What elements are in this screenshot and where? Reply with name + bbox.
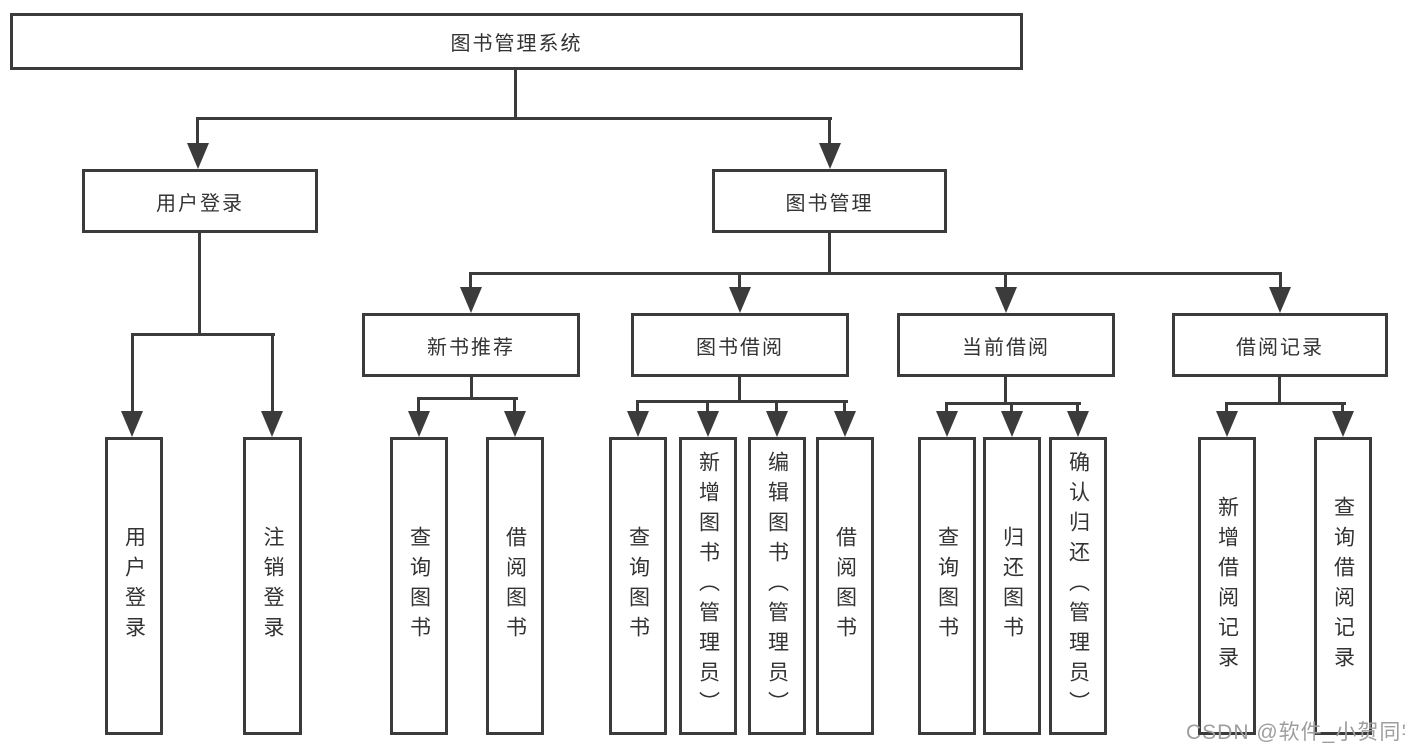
leaf-confirm-return-admin: 确认归还（管理员） [1049,437,1107,735]
connector-segment [636,400,848,403]
connector-segment [706,400,709,415]
leaf-add-borrow-record: 新增借阅记录 [1198,437,1256,735]
arrowhead-down-icon [729,287,751,313]
connector-segment [1341,402,1344,415]
connector-segment [1004,272,1007,290]
arrowhead-down-icon [697,411,719,437]
leaf-edit-books-admin: 编辑图书（管理员） [748,437,806,735]
node-new-book-recommend-label: 新书推荐 [427,336,515,359]
connector-segment [738,377,741,403]
node-current-borrow: 当前借阅 [897,313,1115,377]
arrowhead-down-icon [1067,411,1089,437]
leaf-add-books-admin-label: 新增图书（管理员） [696,451,720,721]
connector-segment [1004,377,1007,405]
connector-segment [1279,272,1282,290]
arrowhead-down-icon [1216,411,1238,437]
arrowhead-down-icon [819,143,841,169]
leaf-query-borrow-record-label: 查询借阅记录 [1331,496,1355,676]
leaf-logout: 注销登录 [243,437,302,735]
connector-segment [1278,377,1281,405]
node-book-borrow-label: 图书借阅 [696,336,784,359]
node-root-label: 图书管理系统 [450,33,583,55]
leaf-recommend-borrow-books: 借阅图书 [486,437,544,735]
leaf-return-books-label: 归还图书 [1000,526,1024,646]
leaf-add-books-admin: 新增图书（管理员） [679,437,737,735]
connector-segment [775,400,778,415]
leaf-query-borrow-record: 查询借阅记录 [1314,437,1372,735]
node-borrow-records: 借阅记录 [1172,313,1388,377]
leaf-borrow-books: 借阅图书 [816,437,874,735]
node-book-management-label: 图书管理 [785,192,874,215]
node-user-login-label: 用户登录 [156,192,244,215]
leaf-current-query-books: 查询图书 [918,437,976,735]
connector-segment [945,402,1081,405]
arrowhead-down-icon [834,411,856,437]
connector-segment [514,70,517,119]
node-borrow-records-label: 借阅记录 [1236,336,1324,359]
leaf-edit-books-admin-label: 编辑图书（管理员） [765,451,789,721]
arrowhead-down-icon [121,411,143,437]
connector-segment [1076,402,1079,415]
connector-segment [1225,402,1346,405]
connector-segment [470,272,1282,275]
connector-segment [417,397,518,400]
leaf-recommend-query-books-label: 查询图书 [407,526,431,646]
leaf-confirm-return-admin-label: 确认归还（管理员） [1066,451,1090,721]
connector-segment [1225,402,1228,415]
csdn-watermark: CSDN @软件_小贺同学 [1186,721,1405,744]
leaf-borrow-query-books-label: 查询图书 [626,526,650,646]
connector-segment [828,233,831,275]
connector-segment [131,333,275,336]
leaf-borrow-books-label: 借阅图书 [833,526,857,646]
connector-segment [196,117,199,147]
node-book-borrow: 图书借阅 [631,313,849,377]
arrowhead-down-icon [1332,411,1354,437]
leaf-add-borrow-record-label: 新增借阅记录 [1215,496,1239,676]
connector-segment [636,400,639,415]
node-user-login: 用户登录 [82,169,318,233]
node-book-management: 图书管理 [712,169,947,233]
connector-segment [1010,402,1013,415]
leaf-user-login-label: 用户登录 [122,526,146,646]
leaf-user-login: 用户登录 [105,437,163,735]
arrowhead-down-icon [261,411,283,437]
node-current-borrow-label: 当前借阅 [962,336,1050,359]
arrowhead-down-icon [936,411,958,437]
connector-segment [417,397,420,415]
connector-segment [131,333,134,415]
connector-segment [470,377,473,399]
arrowhead-down-icon [627,411,649,437]
connector-segment [843,400,846,415]
arrowhead-down-icon [766,411,788,437]
arrowhead-down-icon [187,143,209,169]
leaf-borrow-query-books: 查询图书 [609,437,667,735]
arrowhead-down-icon [1269,287,1291,313]
connector-segment [828,117,831,147]
leaf-recommend-borrow-books-label: 借阅图书 [503,526,527,646]
arrowhead-down-icon [504,411,526,437]
arrowhead-down-icon [460,287,482,313]
arrowhead-down-icon [995,287,1017,313]
leaf-return-books: 归还图书 [983,437,1041,735]
connector-segment [271,333,274,415]
arrowhead-down-icon [1001,411,1023,437]
connector-segment [945,402,948,415]
node-root: 图书管理系统 [10,13,1023,70]
connector-segment [469,272,472,290]
connector-segment [198,233,201,336]
leaf-current-query-books-label: 查询图书 [935,526,959,646]
arrowhead-down-icon [408,411,430,437]
connector-segment [738,272,741,290]
connector-segment [196,117,832,120]
leaf-logout-label: 注销登录 [261,526,284,646]
leaf-recommend-query-books: 查询图书 [390,437,448,735]
node-new-book-recommend: 新书推荐 [362,313,580,377]
connector-segment [513,397,516,415]
